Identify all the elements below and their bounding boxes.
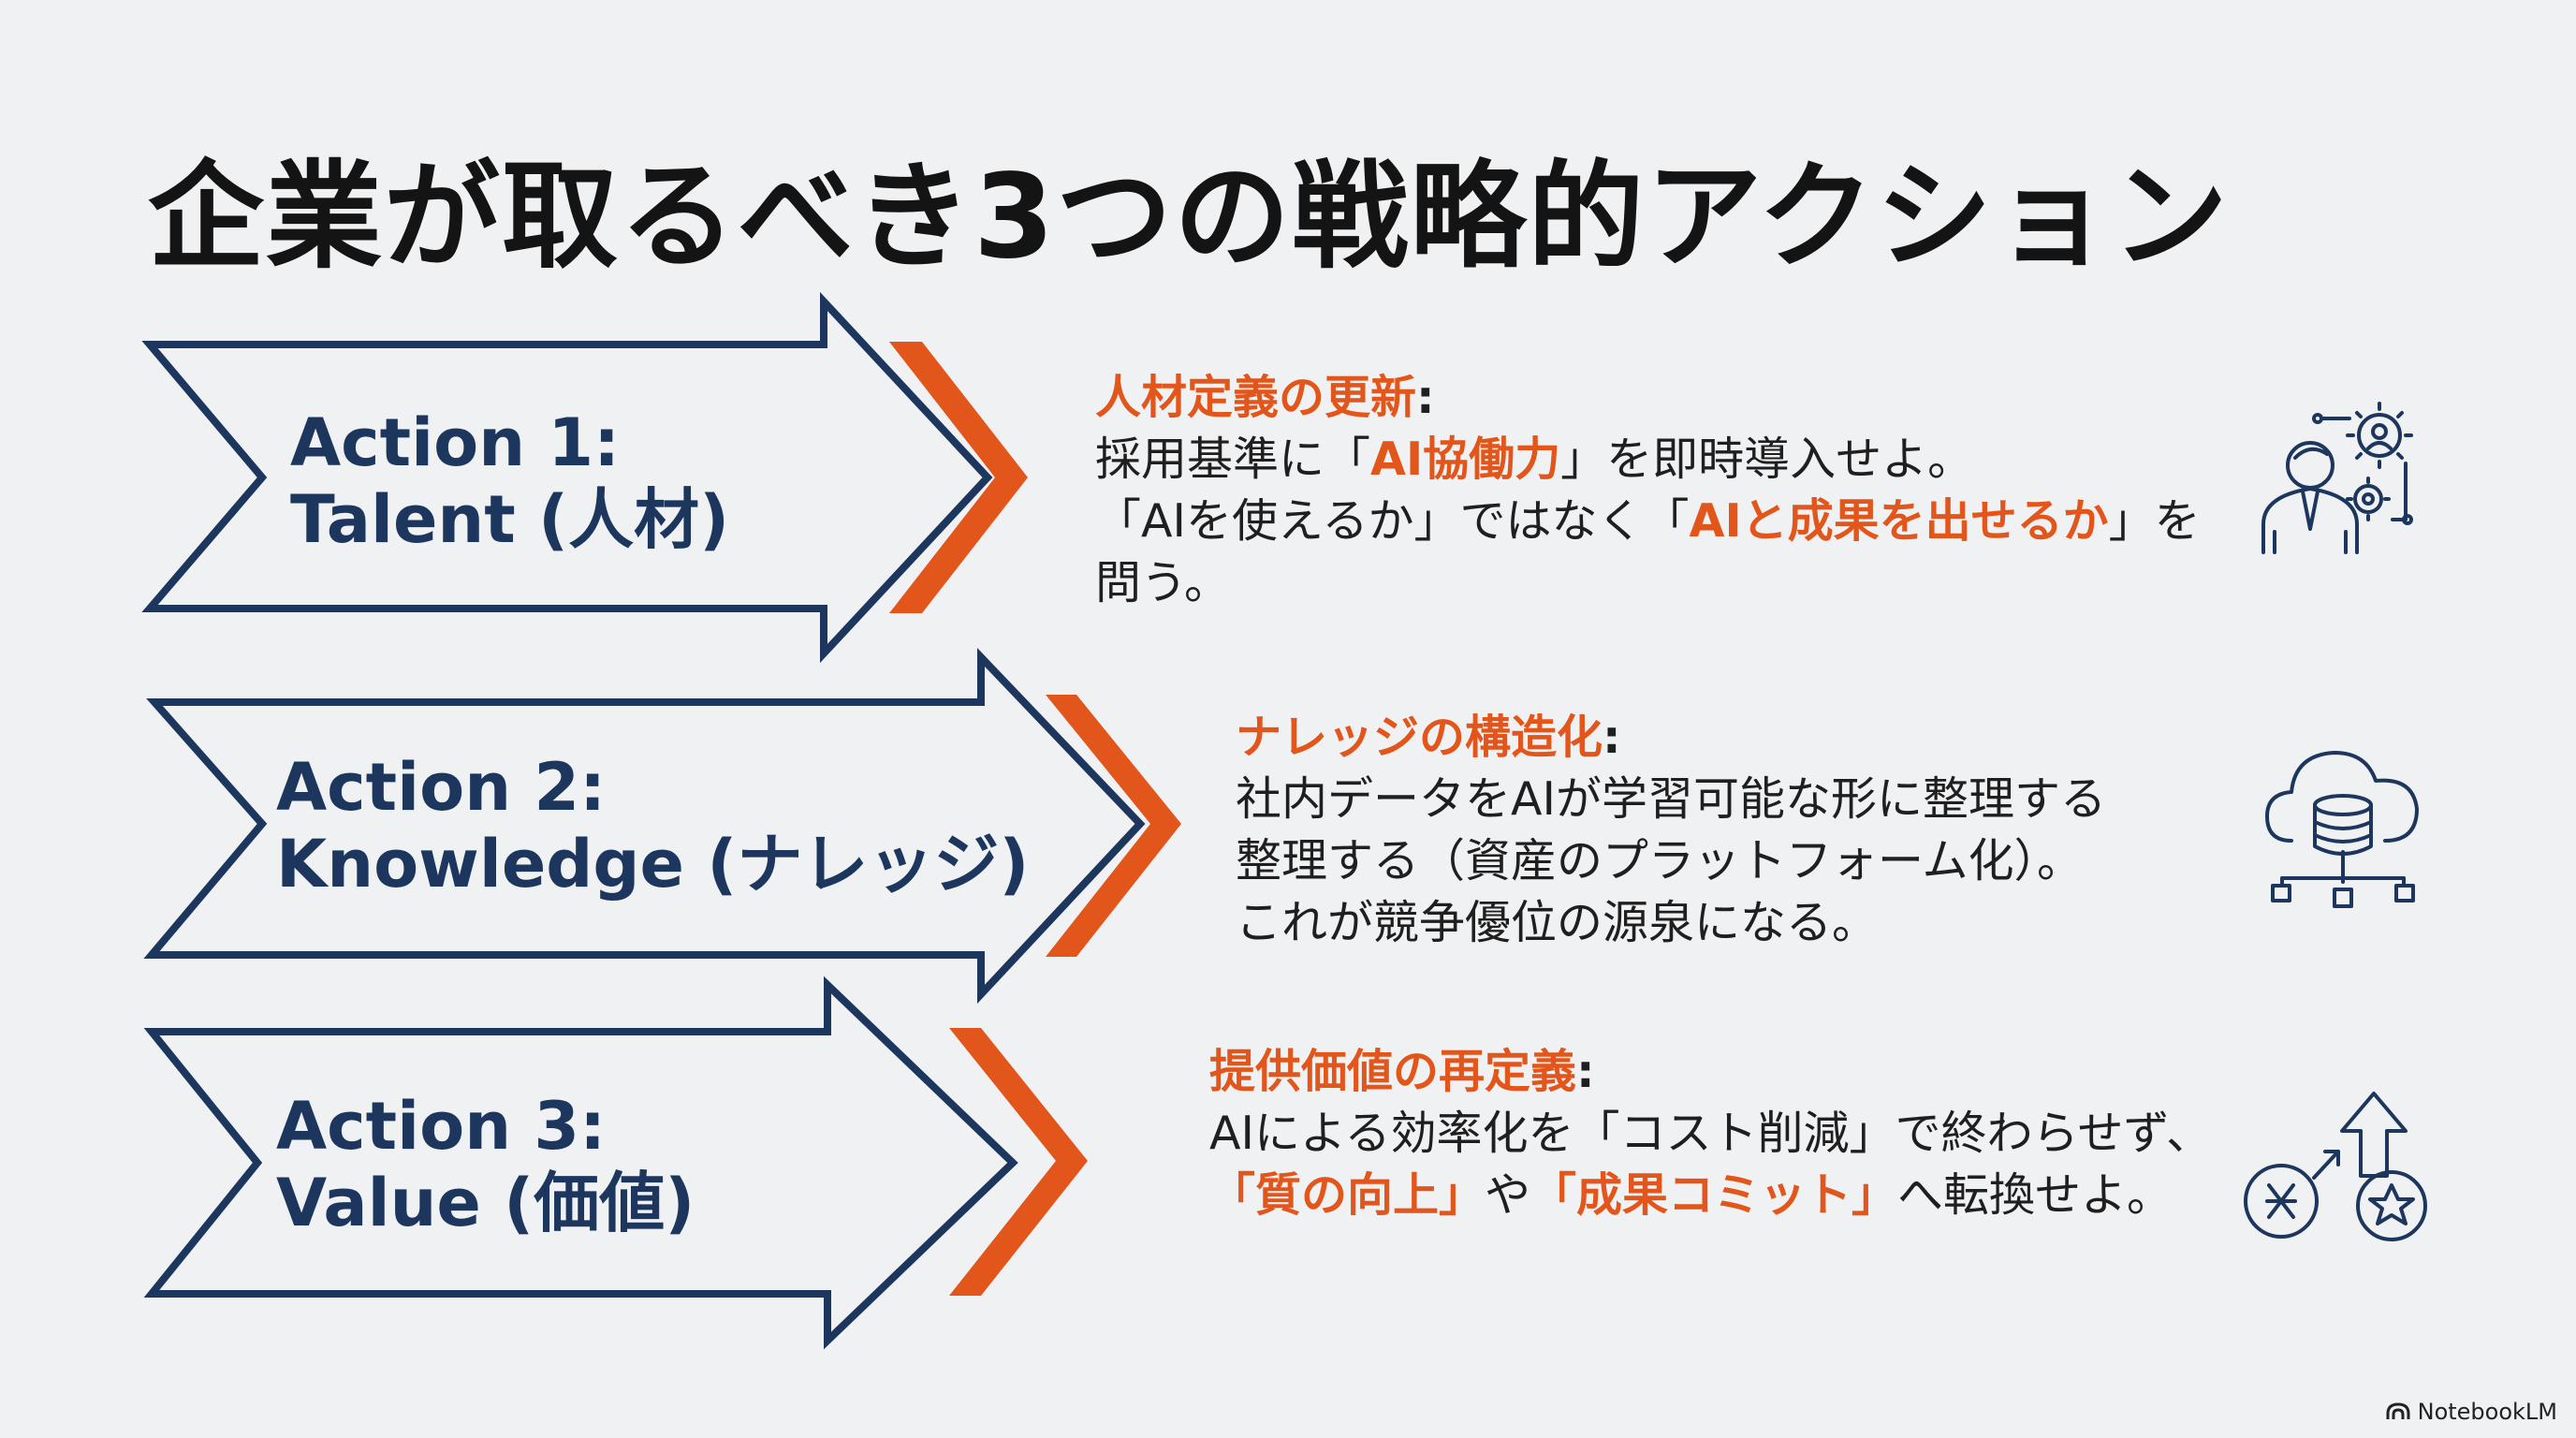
action-3-heading: 提供価値の再定義: — [1209, 1041, 2212, 1103]
description-line: 整理する（資産のプラットフォーム化）。 — [1236, 830, 2106, 892]
description-line: AIによる効率化を「コスト削減」で終わらせず、 — [1209, 1103, 2212, 1165]
highlight-text: 「成果コミット」 — [1530, 1168, 1898, 1222]
body-text: や — [1485, 1168, 1531, 1222]
action-1-description: 人材定義の更新:採用基準に「AI協働力」を即時導入せよ。「AIを使えるか」ではな… — [1095, 367, 2201, 614]
action-2-label: Action 2: Knowledge (ナレッジ) — [276, 749, 1029, 902]
description-line: 採用基準に「AI協働力」を即時導入せよ。 — [1095, 429, 2201, 491]
heading-colon: : — [1576, 1045, 1595, 1098]
body-text: 問う。 — [1095, 556, 1231, 609]
description-line: 「AIを使えるか」ではなく「AIと成果を出せるか」を — [1095, 491, 2201, 552]
cloud-database-icon — [2265, 751, 2419, 908]
body-text: 」を即時導入せよ。 — [1560, 433, 1974, 486]
description-line: 「質の向上」や「成果コミット」へ転換せよ。 — [1209, 1165, 2212, 1226]
value-shift-icon — [2244, 1092, 2427, 1241]
brand-text: NotebookLM — [2417, 1399, 2557, 1425]
action-3-description: 提供価値の再定義:AIによる効率化を「コスト削減」で終わらせず、「質の向上」や「… — [1209, 1041, 2212, 1226]
body-text: 整理する（資産のプラットフォーム化）。 — [1236, 834, 2084, 888]
action-1-number: Action 1: — [290, 404, 621, 481]
page-title: 企業が取るべき3つの戦略的アクション — [148, 150, 2231, 285]
body-text: へ転換せよ。 — [1897, 1168, 2174, 1222]
heading-colon: : — [1416, 371, 1435, 424]
action-1-label: Action 1: Talent (人材) — [290, 404, 729, 558]
action-3-arrow — [143, 976, 1018, 1350]
brand-watermark: NotebookLM — [2386, 1399, 2557, 1425]
action-1-heading: 人材定義の更新: — [1095, 367, 2201, 429]
description-line: 社内データをAIが学習可能な形に整理する — [1236, 769, 2106, 830]
action-2-description: ナレッジの構造化:社内データをAIが学習可能な形に整理する整理する（資産のプラッ… — [1236, 707, 2106, 954]
body-text: 社内データをAIが学習可能な形に整理する — [1236, 772, 2106, 826]
action-2-name: Knowledge (ナレッジ) — [276, 826, 1030, 902]
body-text: AIによる効率化を「コスト削減」で終わらせず、 — [1209, 1107, 2213, 1160]
person-with-gears-icon — [2261, 402, 2413, 554]
action-2-number: Action 2: — [276, 749, 607, 826]
body-text: 採用基準に「 — [1095, 433, 1371, 486]
body-text: これが競争優位の源泉になる。 — [1236, 896, 1879, 949]
action-3-chevron — [949, 1028, 1088, 1296]
body-text: 」を — [2108, 494, 2201, 548]
action-1-arrow — [141, 291, 993, 664]
highlight-text: AIと成果を出せるか — [1689, 494, 2109, 548]
highlight-text: 「質の向上」 — [1209, 1168, 1486, 1222]
action-3-heading-text: 提供価値の再定義 — [1209, 1045, 1577, 1098]
heading-colon: : — [1603, 711, 1621, 764]
action-3-name: Value (価値) — [276, 1165, 695, 1241]
action-2-heading: ナレッジの構造化: — [1236, 707, 2106, 769]
action-3-number: Action 3: — [276, 1088, 607, 1165]
action-2-heading-text: ナレッジの構造化 — [1236, 711, 1603, 764]
notebooklm-logo-icon — [2386, 1402, 2410, 1419]
action-2-chevron — [1046, 695, 1181, 957]
action-1-chevron — [889, 342, 1028, 613]
action-2-arrow — [143, 648, 1146, 1005]
body-text: 「AIを使えるか」ではなく「 — [1095, 494, 1690, 548]
highlight-text: AI協働力 — [1370, 433, 1561, 486]
action-1-heading-text: 人材定義の更新 — [1095, 371, 1417, 424]
description-line: これが競争優位の源泉になる。 — [1236, 892, 2106, 954]
action-3-label: Action 3: Value (価値) — [276, 1088, 695, 1241]
description-line: 問う。 — [1095, 552, 2201, 614]
action-1-name: Talent (人材) — [290, 481, 730, 558]
